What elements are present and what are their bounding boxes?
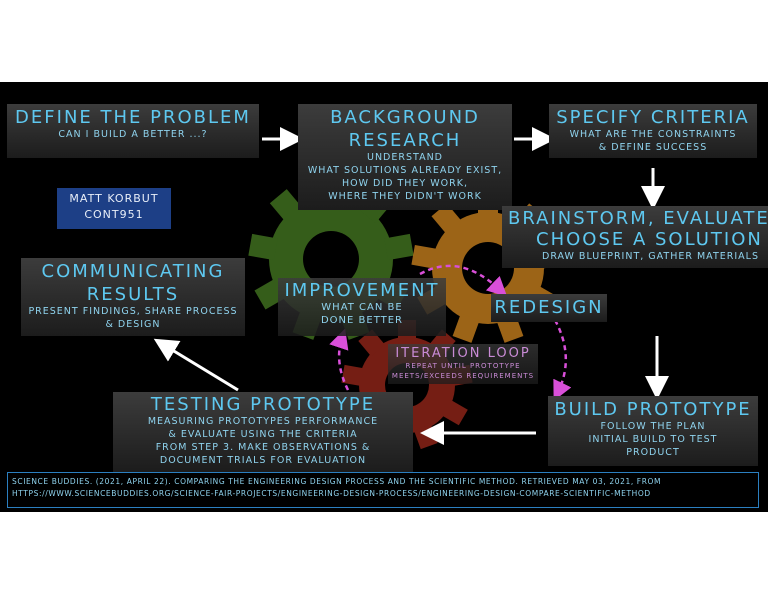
iteration-loop-arrows xyxy=(329,264,572,401)
step-communicating-results: COMMUNICATING RESULTS PRESENT FINDINGS, … xyxy=(21,258,245,336)
step-title-line1: COMMUNICATING xyxy=(41,261,225,282)
step-title: SPECIFY CRITERIA xyxy=(556,107,750,128)
step-redesign: REDESIGN xyxy=(491,294,607,322)
flow-arrows xyxy=(153,127,669,445)
author-name: MATT KORBUT xyxy=(69,192,159,205)
step-define-problem: DEFINE THE PROBLEM CAN I BUILD A BETTER … xyxy=(7,104,259,158)
iteration-subtitle: REPEAT UNTIL PROTOTYPE MEETS/EXCEEDS REQ… xyxy=(391,362,535,380)
step-subtitle: MEASURING PROTOTYPES PERFORMANCE & EVALU… xyxy=(147,416,379,466)
step-subtitle: PRESENT FINDINGS, SHARE PROCESS & DESIGN xyxy=(28,306,238,330)
slide: DEFINE THE PROBLEM CAN I BUILD A BETTER … xyxy=(0,82,768,512)
step-title: IMPROVEMENT xyxy=(284,280,440,301)
step-subtitle: UNDERSTAND WHAT SOLUTIONS ALREADY EXIST,… xyxy=(307,152,503,202)
step-title-line2: CHOOSE A SOLUTION xyxy=(536,229,763,250)
step-title-line1: BRAINSTORM, EVALUATE, xyxy=(508,208,768,229)
step-title-line2: RESULTS xyxy=(86,284,180,305)
step-subtitle: FOLLOW THE PLAN INITIAL BUILD TO TEST PR… xyxy=(588,421,718,458)
author-course: CONT951 xyxy=(84,208,144,221)
iteration-loop-label: ITERATION LOOP REPEAT UNTIL PROTOTYPE ME… xyxy=(388,344,538,384)
author-label: MATT KORBUT CONT951 xyxy=(57,188,171,229)
step-subtitle: WHAT CAN BE DONE BETTER xyxy=(320,302,404,326)
step-improvement: IMPROVEMENT WHAT CAN BE DONE BETTER xyxy=(278,278,446,336)
step-testing-prototype: TESTING PROTOTYPE MEASURING PROTOTYPES P… xyxy=(113,392,413,472)
step-title: REDESIGN xyxy=(494,297,604,318)
step-title: DEFINE THE PROBLEM xyxy=(15,107,251,128)
step-title-line1: BACKGROUND xyxy=(330,107,480,128)
step-title: BUILD PROTOTYPE xyxy=(554,399,752,420)
step-title: TESTING PROTOTYPE xyxy=(150,394,376,415)
step-background-research: BACKGROUND RESEARCH UNDERSTAND WHAT SOLU… xyxy=(298,104,512,210)
iteration-title: ITERATION LOOP xyxy=(395,346,531,361)
step-subtitle: CAN I BUILD A BETTER ...? xyxy=(58,129,208,140)
step-subtitle: WHAT ARE THE CONSTRAINTS & DEFINE SUCCES… xyxy=(569,129,737,153)
step-subtitle: DRAW BLUEPRINT, GATHER MATERIALS xyxy=(542,251,759,262)
step-build-prototype: BUILD PROTOTYPE FOLLOW THE PLAN INITIAL … xyxy=(548,396,758,466)
step-specify-criteria: SPECIFY CRITERIA WHAT ARE THE CONSTRAINT… xyxy=(549,104,757,158)
step-brainstorm: BRAINSTORM, EVALUATE, CHOOSE A SOLUTION … xyxy=(502,206,768,268)
step-title-line2: RESEARCH xyxy=(348,130,462,151)
citation: SCIENCE BUDDIES. (2021, APRIL 22). COMPA… xyxy=(7,472,759,508)
